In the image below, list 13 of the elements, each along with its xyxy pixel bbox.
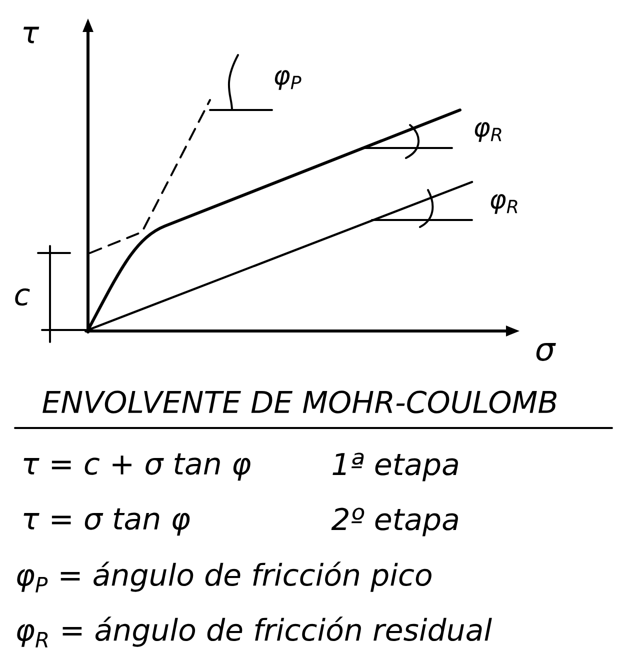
title: ENVOLVENTE DE MOHR-COULOMB bbox=[42, 390, 556, 414]
axis-label: σ bbox=[536, 343, 556, 361]
angle-label: φ$_{R}$ bbox=[490, 194, 518, 214]
note-text: φ$_{R}$ = ángulo de fricción residual bbox=[17, 616, 492, 648]
dimension-label: c bbox=[15, 288, 30, 306]
angle-label: φ$_{P}$ bbox=[274, 70, 302, 90]
stage-label: 2º etapa bbox=[331, 508, 458, 536]
axis-label: τ bbox=[24, 26, 40, 44]
equation-text: τ = c + σ tan φ bbox=[24, 453, 250, 481]
equation-text: τ = σ tan φ bbox=[24, 508, 190, 536]
angle-label: φ$_{R}$ bbox=[474, 122, 502, 142]
stage-label: 1ª etapa bbox=[332, 452, 458, 482]
note-text: φ$_{P}$ = ángulo de fricción pico bbox=[17, 562, 432, 592]
